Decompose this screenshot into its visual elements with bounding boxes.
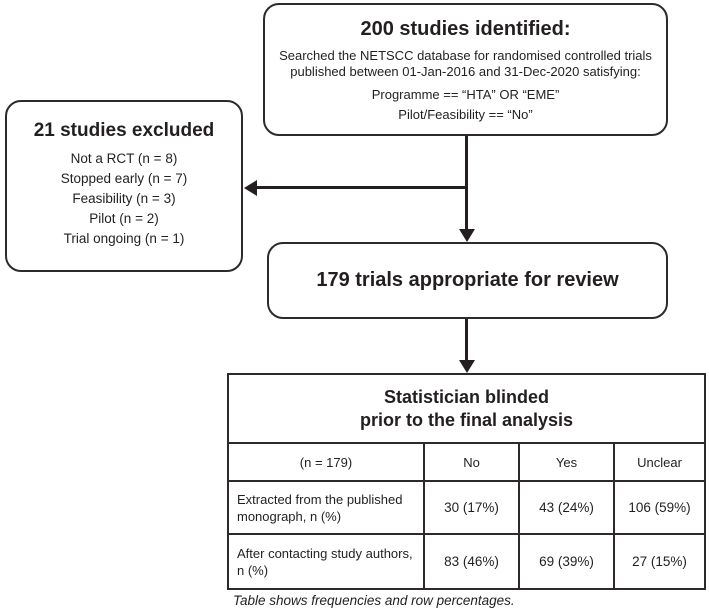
- column-header-no: No: [423, 442, 520, 482]
- review-box-title: 179 trials appropriate for review: [316, 269, 619, 291]
- excluded-box-title: 21 studies excluded: [33, 120, 215, 141]
- excluded-item: Pilot (n = 2): [89, 211, 159, 226]
- column-header-unclear: Unclear: [612, 442, 707, 482]
- identified-box-description-line1: Searched the NETSCC database for randomi…: [279, 48, 652, 63]
- statistician-blinded-table: Statistician blinded prior to the final …: [226, 373, 707, 590]
- identified-box-title: 200 studies identified:: [360, 18, 571, 40]
- cell-authors-no: 83 (46%): [423, 533, 520, 590]
- arrowhead-left-icon: [244, 180, 257, 196]
- table-title-row: Statistician blinded prior to the final …: [226, 373, 707, 444]
- cell-monograph-unclear: 106 (59%): [612, 480, 707, 535]
- excluded-item: Stopped early (n = 7): [60, 171, 188, 186]
- cell-authors-yes: 69 (39%): [518, 533, 615, 590]
- excluded-item: Trial ongoing (n = 1): [63, 231, 185, 246]
- cell-monograph-yes: 43 (24%): [518, 480, 615, 535]
- arrow-to-excluded-line: [256, 186, 467, 189]
- arrow-review-to-table-line: [465, 319, 468, 361]
- arrowhead-down-icon: [459, 229, 475, 242]
- identified-box-criterion-pilot: Pilot/Feasibility == “No”: [398, 107, 533, 122]
- column-header-n: (n = 179): [227, 442, 425, 482]
- excluded-item: Feasibility (n = 3): [72, 191, 176, 206]
- table-title-line1: Statistician blinded: [384, 386, 550, 407]
- table-row: Extracted from the published monograph, …: [227, 480, 707, 535]
- table-row: After contacting study authors, n (%) 83…: [227, 533, 707, 590]
- identified-studies-box: 200 studies identified: Searched the NET…: [263, 3, 668, 136]
- table-title-cell: Statistician blinded prior to the final …: [226, 373, 707, 444]
- arrow-identified-to-review-line: [465, 136, 468, 230]
- cell-authors-unclear: 27 (15%): [612, 533, 707, 590]
- identified-box-description-line2: published between 01-Jan-2016 and 31-Dec…: [290, 64, 641, 79]
- column-header-yes: Yes: [518, 442, 615, 482]
- excluded-item: Not a RCT (n = 8): [70, 151, 178, 166]
- identified-box-criterion-programme: Programme == “HTA” OR “EME”: [371, 87, 560, 102]
- table-header-row: (n = 179) No Yes Unclear: [227, 442, 707, 482]
- trials-for-review-box: 179 trials appropriate for review: [267, 242, 668, 319]
- table-caption: Table shows frequencies and row percenta…: [233, 593, 515, 608]
- row-label-monograph: Extracted from the published monograph, …: [227, 480, 425, 535]
- arrowhead-down-icon: [459, 360, 475, 373]
- table-title-line2: prior to the final analysis: [360, 409, 574, 430]
- cell-monograph-no: 30 (17%): [423, 480, 520, 535]
- excluded-studies-box: 21 studies excluded Not a RCT (n = 8) St…: [5, 100, 243, 272]
- row-label-authors: After contacting study authors, n (%): [227, 533, 425, 590]
